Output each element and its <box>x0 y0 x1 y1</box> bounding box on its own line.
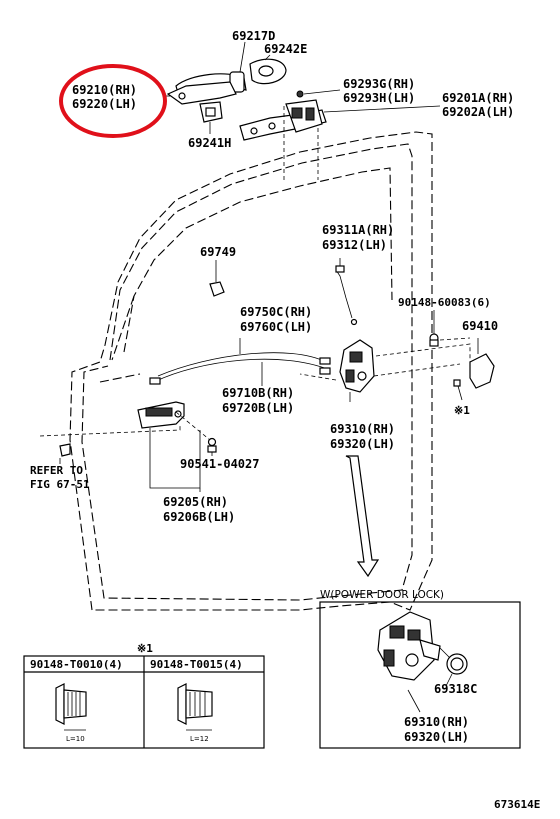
pad-69241H <box>199 101 223 123</box>
fastener-table-note: ※1 <box>137 642 153 655</box>
label-69710B-rh: 69710B(RH) <box>222 386 294 400</box>
inset-title: W(POWER DOOR LOCK) <box>320 589 444 601</box>
fastener-header-t0010: 90148-T0010(4) <box>30 658 123 671</box>
label-69217D: 69217D <box>232 29 275 43</box>
label-69293G-rh: 69293G(RH) <box>343 77 415 91</box>
handle-frame-69201A <box>239 90 327 141</box>
reference-lines <box>39 106 471 441</box>
label-69205-rh: 69205(RH) <box>163 495 228 509</box>
label-69410: 69410 <box>462 319 498 333</box>
label-90148-60083: 90148-60083(6) <box>398 296 491 309</box>
label-69750C-rh: 69750C(RH) <box>240 305 312 319</box>
inset-grommet-69318C <box>446 653 468 675</box>
cables-69750C-69710B <box>149 352 331 385</box>
outside-handle-69210 <box>166 81 237 105</box>
fastener-table: ※1 90148-T0010(4) 90148-T0015(4) L=10 L=… <box>23 642 265 749</box>
fastener-clip-t0015: L=12 <box>177 683 213 743</box>
leader-lines <box>59 41 479 713</box>
bolt-90148-60083 <box>429 333 439 347</box>
label-69220-lh: 69220(LH) <box>72 97 137 111</box>
inset-arrow <box>345 455 380 578</box>
inset-lock-assembly <box>377 611 441 681</box>
label-69293H-lh: 69293H(LH) <box>343 91 415 105</box>
fastener-header-t0015: 90148-T0015(4) <box>150 658 243 671</box>
part-labels: 69217D 69242E 69210(RH) 69220(LH) 69293G… <box>30 29 514 524</box>
label-69760C-lh: 69760C(LH) <box>240 320 312 334</box>
door-outline <box>69 131 433 611</box>
pad-69242E <box>249 58 287 85</box>
inside-handle-69205 <box>137 401 185 429</box>
highlight-circle <box>59 64 167 138</box>
label-69202A-lh: 69202A(LH) <box>442 105 514 119</box>
striker-69410 <box>453 353 495 389</box>
label-69318C: 69318C <box>434 682 477 696</box>
door-lock-69310 <box>339 339 375 393</box>
label-69749: 69749 <box>200 245 236 259</box>
inset-power-door-lock: W(POWER DOOR LOCK) 69318C 69310(RH) 6932… <box>319 589 521 749</box>
clip-refer-fig <box>59 443 71 457</box>
rod-69311A <box>335 265 358 326</box>
label-69311A-rh: 69311A(RH) <box>322 223 394 237</box>
label-69720B-lh: 69720B(LH) <box>222 401 294 415</box>
fastener-length-l12: L=12 <box>190 735 209 743</box>
label-note-1: ※1 <box>454 404 470 417</box>
label-90541-04027: 90541-04027 <box>180 457 259 471</box>
clip-69749 <box>209 281 225 297</box>
label-fig-67-51: FIG 67-51 <box>30 478 90 491</box>
fastener-length-l10: L=10 <box>66 735 85 743</box>
label-69320-lh-inset: 69320(LH) <box>404 730 469 744</box>
label-69210-rh: 69210(RH) <box>72 83 137 97</box>
drawing-number: 673614E <box>494 798 540 811</box>
label-refer-to: REFER TO <box>30 464 83 477</box>
label-69242E: 69242E <box>264 42 307 56</box>
screw-90541-04027 <box>207 437 217 453</box>
label-69201A-rh: 69201A(RH) <box>442 91 514 105</box>
label-69310-rh-inset: 69310(RH) <box>404 715 469 729</box>
label-69320-lh-main: 69320(LH) <box>330 437 395 451</box>
label-69310-rh-main: 69310(RH) <box>330 422 395 436</box>
label-69206B-lh: 69206B(LH) <box>163 510 235 524</box>
fastener-clip-t0010: L=10 <box>55 683 87 743</box>
label-69312-lh: 69312(LH) <box>322 238 387 252</box>
label-69241H: 69241H <box>188 136 231 150</box>
